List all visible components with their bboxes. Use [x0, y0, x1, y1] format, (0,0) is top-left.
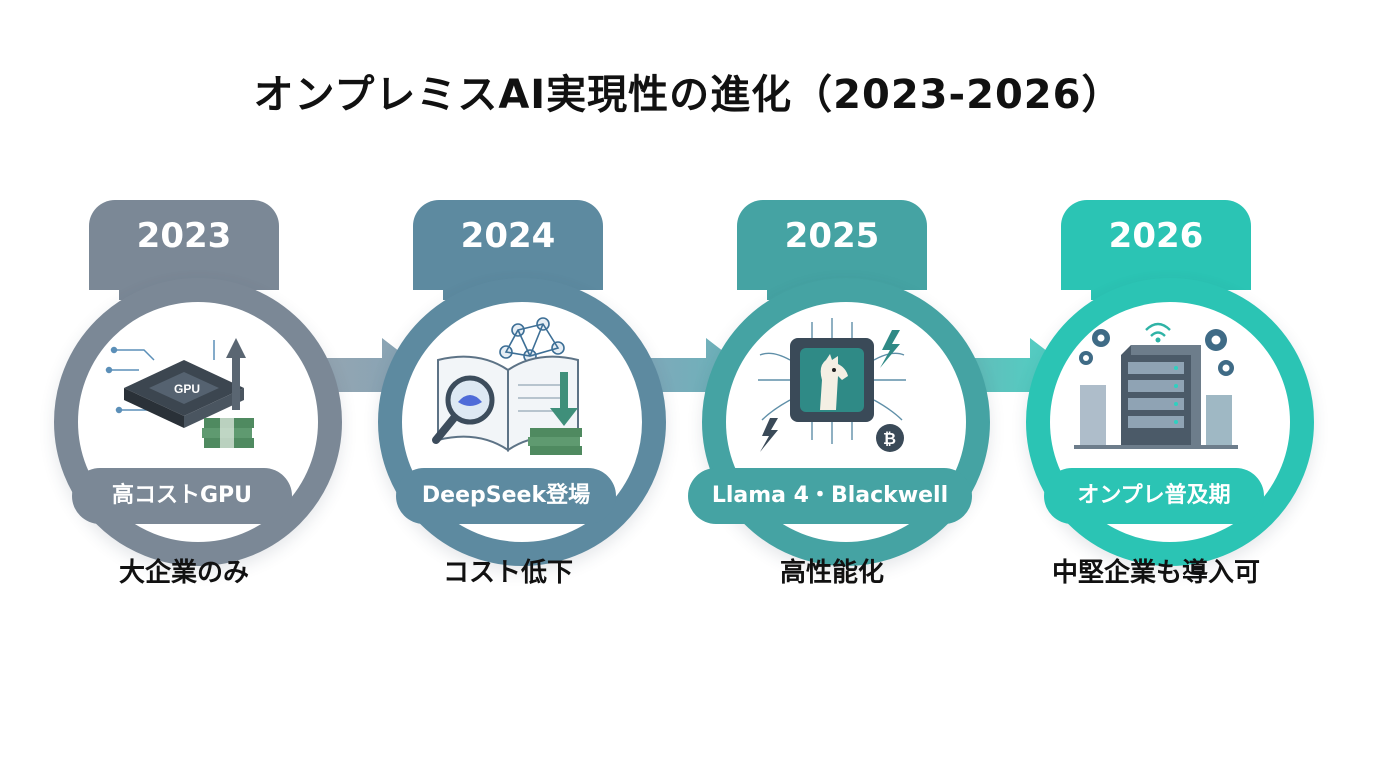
stage-label: Llama 4・Blackwell — [688, 468, 972, 524]
stage-2025: 2025 ₿ Llama 4・Blackwell 高性能化 — [688, 200, 990, 600]
server-building-icon — [1074, 322, 1238, 449]
gpu-chip-icon: GPU — [105, 338, 254, 448]
stage-label: 高コストGPU — [72, 468, 292, 524]
stage-2023: 2023 GPU 高コストGPU 大企業のみ — [44, 200, 342, 600]
stage-caption: 大企業のみ — [118, 558, 249, 588]
stage-2024: 2024 DeepSeek登場 コスト低下 — [368, 200, 666, 600]
year-label: 2024 — [460, 216, 556, 256]
stage-caption: 高性能化 — [779, 558, 884, 588]
svg-text:₿: ₿ — [883, 429, 896, 448]
year-label: 2026 — [1108, 216, 1204, 256]
llama-chip-icon: ₿ — [758, 318, 906, 452]
year-label: 2025 — [784, 216, 880, 256]
page-title: オンプレミスAI実現性の進化（2023-2026） — [253, 72, 1123, 118]
svg-text:GPU: GPU — [174, 382, 200, 396]
stage-caption: 中堅企業も導入可 — [1051, 558, 1260, 588]
year-label: 2023 — [136, 216, 232, 256]
stage-2026: 2026 オンプレ普及期 中堅企業も導入可 — [1016, 200, 1314, 600]
stage-label: オンプレ普及期 — [1044, 468, 1264, 524]
stage-label: DeepSeek登場 — [396, 468, 616, 524]
stage-caption: コスト低下 — [442, 558, 573, 588]
deepseek-book-icon — [432, 317, 582, 455]
